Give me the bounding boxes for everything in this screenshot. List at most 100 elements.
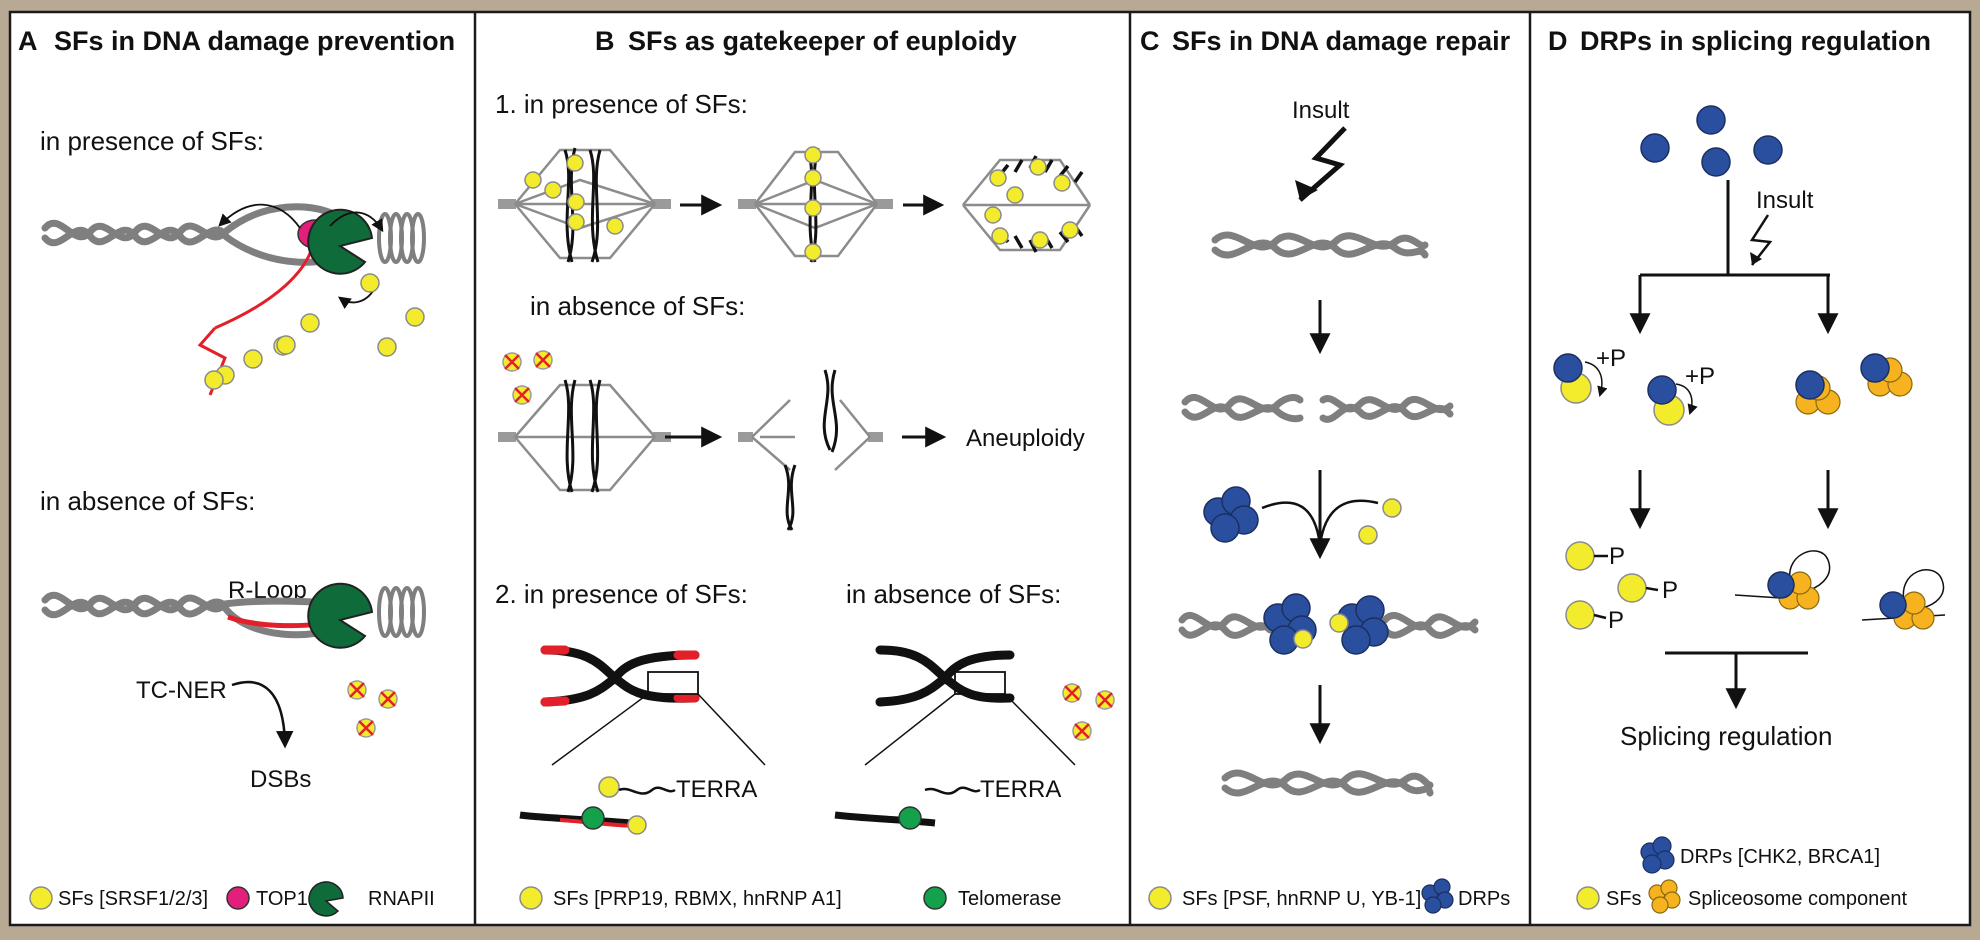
insult-label-c: Insult [1292, 97, 1350, 124]
terra-rna-2 [924, 786, 981, 795]
phosphorylated-sfs [1565, 541, 1659, 630]
legend-sf-icon [519, 886, 543, 910]
legend-top1-label: TOP1 [256, 888, 308, 910]
missing-sf-icon [377, 688, 399, 710]
dna-repaired [1221, 769, 1434, 797]
panel-d-letter: D [1548, 26, 1568, 56]
drp-sf-complex [1553, 353, 1685, 426]
p-label-3: P [1608, 607, 1624, 634]
legend-sf-label-d: SFs [1606, 888, 1642, 910]
sf-bound [1293, 629, 1313, 649]
dna-repair-complex [1178, 611, 1479, 639]
spindle-defective [498, 383, 671, 492]
lightning-icon [1298, 126, 1347, 202]
panel-b-presence2-label: 2. in presence of SFs: [495, 579, 748, 609]
panel-a-presence-label: in presence of SFs: [40, 126, 264, 156]
spliceosome-on-rna [1734, 550, 1946, 630]
missing-sf-icon [355, 717, 377, 739]
legend-rnapii-icon [308, 881, 344, 917]
missing-sf-icon [511, 384, 533, 406]
nascent-rna [214, 247, 314, 330]
panel-b-letter: B [595, 26, 615, 56]
aneuploidy-label: Aneuploidy [966, 425, 1085, 452]
rnapii-enzyme [307, 208, 374, 275]
sf-beads-spindle [524, 154, 624, 235]
panel-c-title: SFs in DNA damage repair [1172, 26, 1511, 56]
panel-c: C SFs in DNA damage repair Insult [1140, 26, 1511, 914]
legend-telomerase-icon [923, 886, 947, 910]
panel-b: B SFs as gatekeeper of euploidy 1. in pr… [495, 26, 1116, 910]
panel-b-title: SFs as gatekeeper of euploidy [628, 26, 1017, 56]
dna-intact [1211, 231, 1429, 259]
terra-label-1: TERRA [676, 776, 757, 803]
drp-cluster [1203, 486, 1259, 543]
legend-drp-icon [1421, 878, 1454, 914]
dna-helix-bottom [41, 591, 229, 619]
sf-bead-end [204, 370, 224, 390]
plus-p-label-2: +P [1685, 363, 1715, 390]
dna-broken [1181, 393, 1454, 423]
legend-drps-label: DRPs [1458, 888, 1510, 910]
chromosomes-missegregated [783, 369, 838, 531]
missing-sf-icon [532, 349, 554, 371]
arrow-to-left [218, 203, 301, 229]
lightning-icon-d [1749, 214, 1773, 266]
telomere-strand-2 [834, 811, 936, 827]
legend-sf-icon [1148, 886, 1172, 910]
legend-sf-label-c: SFs [PSF, hnRNP U, YB-1] [1182, 888, 1421, 910]
lightning-tip-d [1750, 252, 1762, 265]
zoom-lines-2 [864, 693, 1076, 766]
drp-free [1640, 105, 1783, 177]
sf-bead-terra [598, 776, 620, 798]
sf-free [1358, 525, 1378, 545]
dna-coil-right [377, 212, 426, 264]
panel-b-absence2-label: in absence of SFs: [846, 579, 1061, 609]
legend-sf-label-b: SFs [PRP19, RBMX, hnRNP A1] [553, 888, 842, 910]
insult-label-d: Insult [1756, 187, 1814, 214]
arrow-merge-left [1261, 501, 1322, 546]
legend-top1-icon [226, 886, 250, 910]
splicing-regulation-label: Splicing regulation [1620, 721, 1832, 751]
sf-bound [1329, 613, 1349, 633]
panel-c-letter: C [1140, 26, 1160, 56]
legend-sf-label: SFs [SRSF1/2/3] [58, 888, 208, 910]
legend-spliceosome-icon [1648, 879, 1681, 914]
p-label-1: P [1609, 543, 1625, 570]
sf-bead [276, 335, 296, 355]
chromosome-no-sf [875, 645, 1015, 707]
missing-sf-icon [1061, 682, 1083, 704]
zoom-lines [551, 693, 766, 766]
telomerase [581, 806, 605, 830]
figure-canvas [8, 10, 1972, 927]
lightning-tip [1295, 180, 1318, 200]
legend-spliceosome-label: Spliceosome component [1688, 888, 1907, 910]
panel-a-letter: A [18, 26, 38, 56]
p-label-2: P [1662, 577, 1678, 604]
chromosomes-defective [563, 379, 602, 493]
legend-drps-label-d: DRPs [CHK2, BRCA1] [1680, 846, 1880, 868]
panel-d: D DRPs in splicing regulation Insult +P … [1548, 26, 1946, 914]
legend-rnapii-label: RNAPII [368, 888, 435, 910]
panel-a: A SFs in DNA damage prevention in presen… [18, 26, 455, 917]
spindle-broken [738, 399, 883, 471]
tcner-label: TC-NER [136, 677, 227, 704]
sf-beads-anaphase [984, 158, 1079, 249]
panel-a-absence-label: in absence of SFs: [40, 486, 255, 516]
legend-sf-icon [29, 886, 53, 910]
terra-rna [618, 786, 676, 795]
dna-helix [41, 219, 229, 247]
spindle-metaphase [498, 148, 671, 260]
drp-spliceosome-complex [1795, 353, 1913, 415]
rnapii-enzyme-bottom [307, 582, 374, 649]
zoom-box-2 [954, 671, 1006, 695]
terra-label-2: TERRA [980, 776, 1061, 803]
sf-beads-aligned [804, 146, 822, 261]
missing-sf-icon [1071, 720, 1093, 742]
missing-sf-icon [346, 679, 368, 701]
legend-telomerase-label: Telomerase [958, 888, 1061, 910]
zoom-box [647, 671, 699, 695]
telomerase-2 [898, 806, 922, 830]
dsbs-label: DSBs [250, 766, 311, 793]
dna-coil-right-bottom [377, 586, 426, 638]
